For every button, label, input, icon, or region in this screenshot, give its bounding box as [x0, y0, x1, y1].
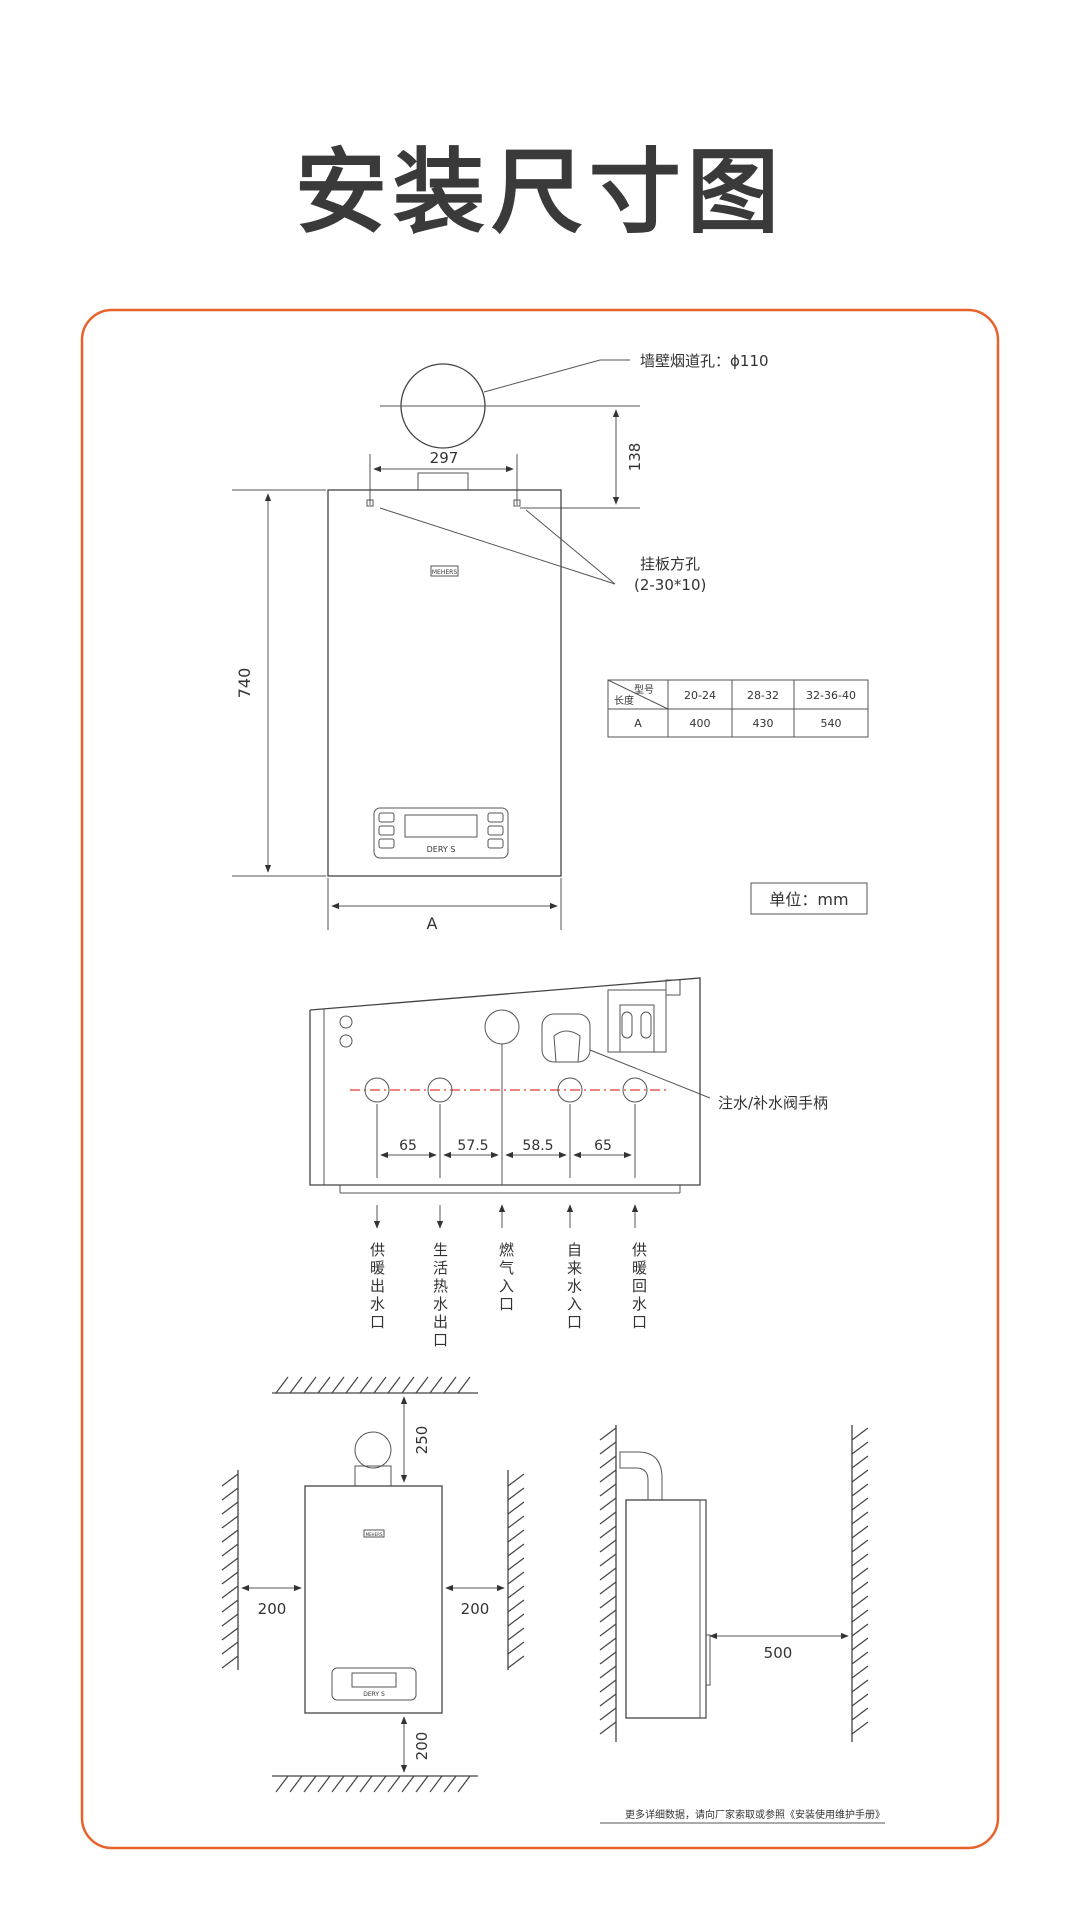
dim-height: 740: [235, 668, 254, 699]
hanging-hole-right: [513, 499, 521, 507]
spacing-4: 65: [594, 1138, 612, 1154]
footnote: 更多详细数据，请向厂家索取或参照《安装使用维护手册》: [625, 1808, 885, 1821]
unit-box: [750, 882, 868, 915]
page-title: 安装尺寸图: [294, 139, 785, 246]
brand-text-small: MEHERS: [366, 1532, 383, 1537]
clearance-bottom: 200: [413, 1732, 431, 1761]
hanging-label: 挂板方孔: [640, 555, 700, 573]
port-circle: [622, 1077, 648, 1103]
port-label: 生活热水出口: [431, 1242, 449, 1350]
size-table: 型号 长度 20-24 28-32 32-36-40 A 400 430 540: [607, 679, 869, 738]
spacing-2: 57.5: [457, 1138, 488, 1154]
flue-label: 墙壁烟道孔：ϕ110: [640, 352, 769, 370]
port-label: 自来水入口: [565, 1242, 583, 1332]
boiler-body-small: [304, 1485, 443, 1714]
control-panel: DERY S: [373, 807, 509, 859]
boiler-body: [327, 489, 562, 877]
content-frame: [80, 308, 1000, 1850]
front-view: 墙壁烟道孔：ϕ110 138 297 挂板方孔 (2-30*10) MEHERS: [232, 352, 769, 933]
table-corner-length: 长度: [614, 694, 634, 707]
table-header-1: 20-24: [684, 689, 716, 702]
table-value-1: 400: [690, 717, 711, 730]
table-value-2: 430: [753, 717, 774, 730]
table-row-label: A: [634, 717, 642, 730]
clearance-side-view: 500: [599, 1425, 869, 1742]
port-circle: [364, 1077, 390, 1103]
port-circle: [557, 1077, 583, 1103]
port-label: 燃气入口: [497, 1241, 515, 1314]
clearance-left: 200: [258, 1600, 287, 1618]
boiler-side: [625, 1499, 707, 1719]
clearance-front: 500: [764, 1644, 793, 1662]
clearance-front-view: MEHERS DERY S 250 200 200 200: [221, 1376, 525, 1793]
brand-text: MEHERS: [432, 569, 457, 576]
unit-label: 单位：mm: [769, 890, 848, 909]
panel-label: DERY S: [427, 845, 456, 854]
table-corner-model: 型号: [634, 683, 654, 696]
hanging-spec: (2-30*10): [634, 576, 706, 594]
bottom-view: 注水/补水阀手柄 65 57.5 58.5 65 供暖出水口 生活热水出口 燃气…: [309, 977, 828, 1350]
port-circle: [427, 1077, 453, 1103]
clearance-top: 250: [413, 1426, 431, 1455]
port-label: 供暖出水口: [368, 1242, 386, 1332]
dim-width: A: [427, 914, 438, 933]
valve-label: 注水/补水阀手柄: [718, 1094, 828, 1112]
spacing-3: 58.5: [522, 1138, 553, 1154]
brand-badge: [430, 565, 459, 577]
dim-flue-height: 138: [626, 443, 644, 472]
panel-label-small: DERY S: [363, 1691, 385, 1698]
spacing-1: 65: [399, 1138, 417, 1154]
table-header-2: 28-32: [747, 689, 779, 702]
port-label: 供暖回水口: [630, 1242, 648, 1332]
table-value-3: 540: [821, 717, 842, 730]
table-header-3: 32-36-40: [806, 689, 856, 702]
flue-collar: [417, 472, 469, 491]
hanging-hole-left: [366, 499, 374, 507]
dim-top-width: 297: [430, 449, 459, 467]
clearance-right: 200: [461, 1600, 490, 1618]
